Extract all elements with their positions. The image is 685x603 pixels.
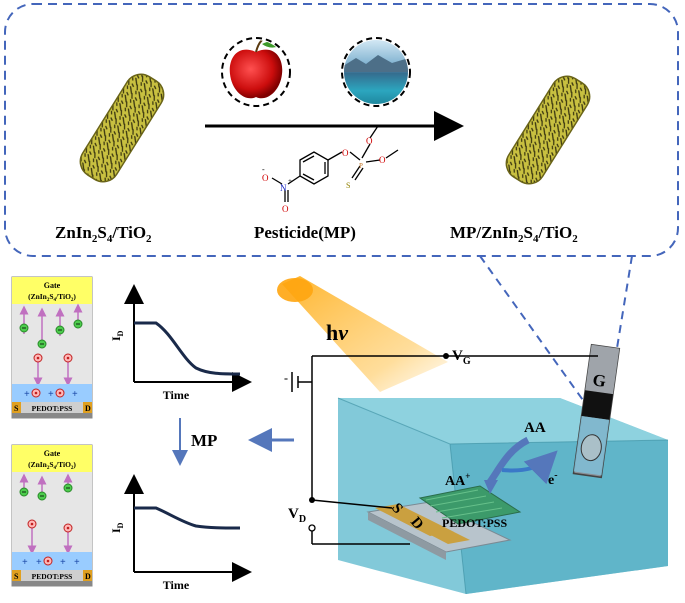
- cation-icon: [27, 519, 73, 533]
- atom-o-right: O: [379, 155, 386, 165]
- gate-electrode-label: G: [591, 370, 607, 391]
- svg-text:+: +: [36, 557, 42, 568]
- ground-minus: -: [284, 371, 288, 385]
- svg-text:+: +: [48, 389, 54, 400]
- id-time-graph-before: ID Time: [109, 284, 252, 402]
- label-zninstio2: ZnIn2S4/TiO2: [55, 223, 152, 245]
- cation-icon: [33, 353, 73, 363]
- atom-o-upper: O: [366, 136, 373, 146]
- vd-label: VD: [288, 506, 306, 525]
- device-card-after: Gate (ZnIn2S4/TiO2) + + + +: [11, 444, 93, 587]
- gate-material-label: (ZnIn2S4/TiO2): [28, 460, 76, 471]
- plus-charges: + + + +: [22, 557, 80, 568]
- vd-terminal: [309, 497, 315, 503]
- gate-layer: [12, 277, 92, 304]
- source-contact: [12, 570, 21, 581]
- top-panel-frame: [4, 3, 679, 257]
- device-card-before: Gate (ZnIn2S4/TiO2) + + +: [11, 276, 93, 419]
- atom-n: N: [280, 183, 287, 193]
- molecule-structure: [271, 125, 399, 202]
- y-axis-label: ID: [109, 522, 125, 533]
- aa-plus-label: AA+: [445, 471, 470, 489]
- anion-icon: [19, 319, 83, 349]
- atom-o-minus: O: [262, 173, 269, 183]
- atom-o-minus-charge: -: [262, 165, 265, 174]
- atom-s: S: [346, 181, 350, 190]
- apple-icon: [221, 37, 291, 107]
- oxidation-arrow: [487, 436, 530, 485]
- drain-contact: [83, 570, 92, 581]
- electrolyte-tank: [337, 397, 669, 595]
- channel-layer: [12, 384, 92, 402]
- vg-label: VG: [452, 348, 471, 367]
- current-curve: [134, 506, 241, 530]
- gate-label: Gate: [44, 449, 61, 458]
- source-label: S: [14, 404, 19, 413]
- hv-label: hν: [326, 320, 348, 345]
- x-axis-label: Time: [163, 578, 190, 592]
- electrolyte-region: [12, 472, 92, 552]
- channel-label: PEDOT:PSS: [32, 404, 73, 413]
- drain-electrode: [398, 515, 470, 544]
- drain-label: D: [85, 404, 91, 413]
- gate-label: Gate: [44, 281, 61, 290]
- cation-icon: [43, 556, 53, 566]
- atom-o-bottom: O: [282, 204, 289, 214]
- label-mp-zninstio2: MP/ZnIn2S4/TiO2: [450, 223, 578, 245]
- drain-contact: [83, 402, 92, 413]
- anion-icon: [19, 483, 73, 501]
- pedot-channel: [418, 485, 522, 525]
- pedot-label: PEDOT:PSS: [442, 516, 507, 530]
- electron-transfer-arrow: [501, 450, 558, 485]
- atom-n-charge: +: [288, 177, 292, 185]
- nanorod-right-icon: [505, 75, 591, 185]
- molecule-atoms: O - N + O O P S O O: [262, 136, 386, 214]
- atom-o-link: O: [342, 148, 349, 158]
- plus-charges: + + +: [24, 389, 78, 400]
- drain-label: D: [85, 572, 91, 581]
- y-axis-label: ID: [109, 330, 125, 341]
- light-beam: [282, 276, 448, 392]
- circuit-wires: [291, 355, 598, 545]
- gate-material-label: (ZnIn2S4/TiO2): [28, 292, 76, 303]
- mp-label: MP: [191, 431, 217, 450]
- label-pesticide-mp: Pesticide(MP): [254, 223, 356, 242]
- lake-water-icon: [341, 37, 411, 107]
- id-time-graph-after: ID Time: [109, 474, 252, 592]
- current-curve: [134, 321, 241, 376]
- x-axis-label: Time: [163, 388, 190, 402]
- svg-text:+: +: [74, 557, 80, 568]
- device-substrate: [366, 485, 522, 560]
- gate-layer: [12, 445, 92, 472]
- channel-label: PEDOT:PSS: [32, 572, 73, 581]
- electron-label: e-: [548, 470, 558, 488]
- svg-text:+: +: [72, 389, 78, 400]
- aa-label: AA: [524, 420, 546, 436]
- zoom-line-left: [479, 255, 591, 411]
- svg-text:+: +: [24, 389, 30, 400]
- cation-icon: [31, 388, 65, 398]
- nanorod-left-icon: [79, 73, 165, 183]
- source-contact: [12, 402, 21, 413]
- atom-p: P: [359, 162, 363, 170]
- vg-terminal: [443, 353, 449, 359]
- gate-electrode: G: [572, 343, 621, 479]
- svg-text:+: +: [22, 557, 28, 568]
- svg-text:+: +: [60, 557, 66, 568]
- source-label: S: [14, 572, 19, 581]
